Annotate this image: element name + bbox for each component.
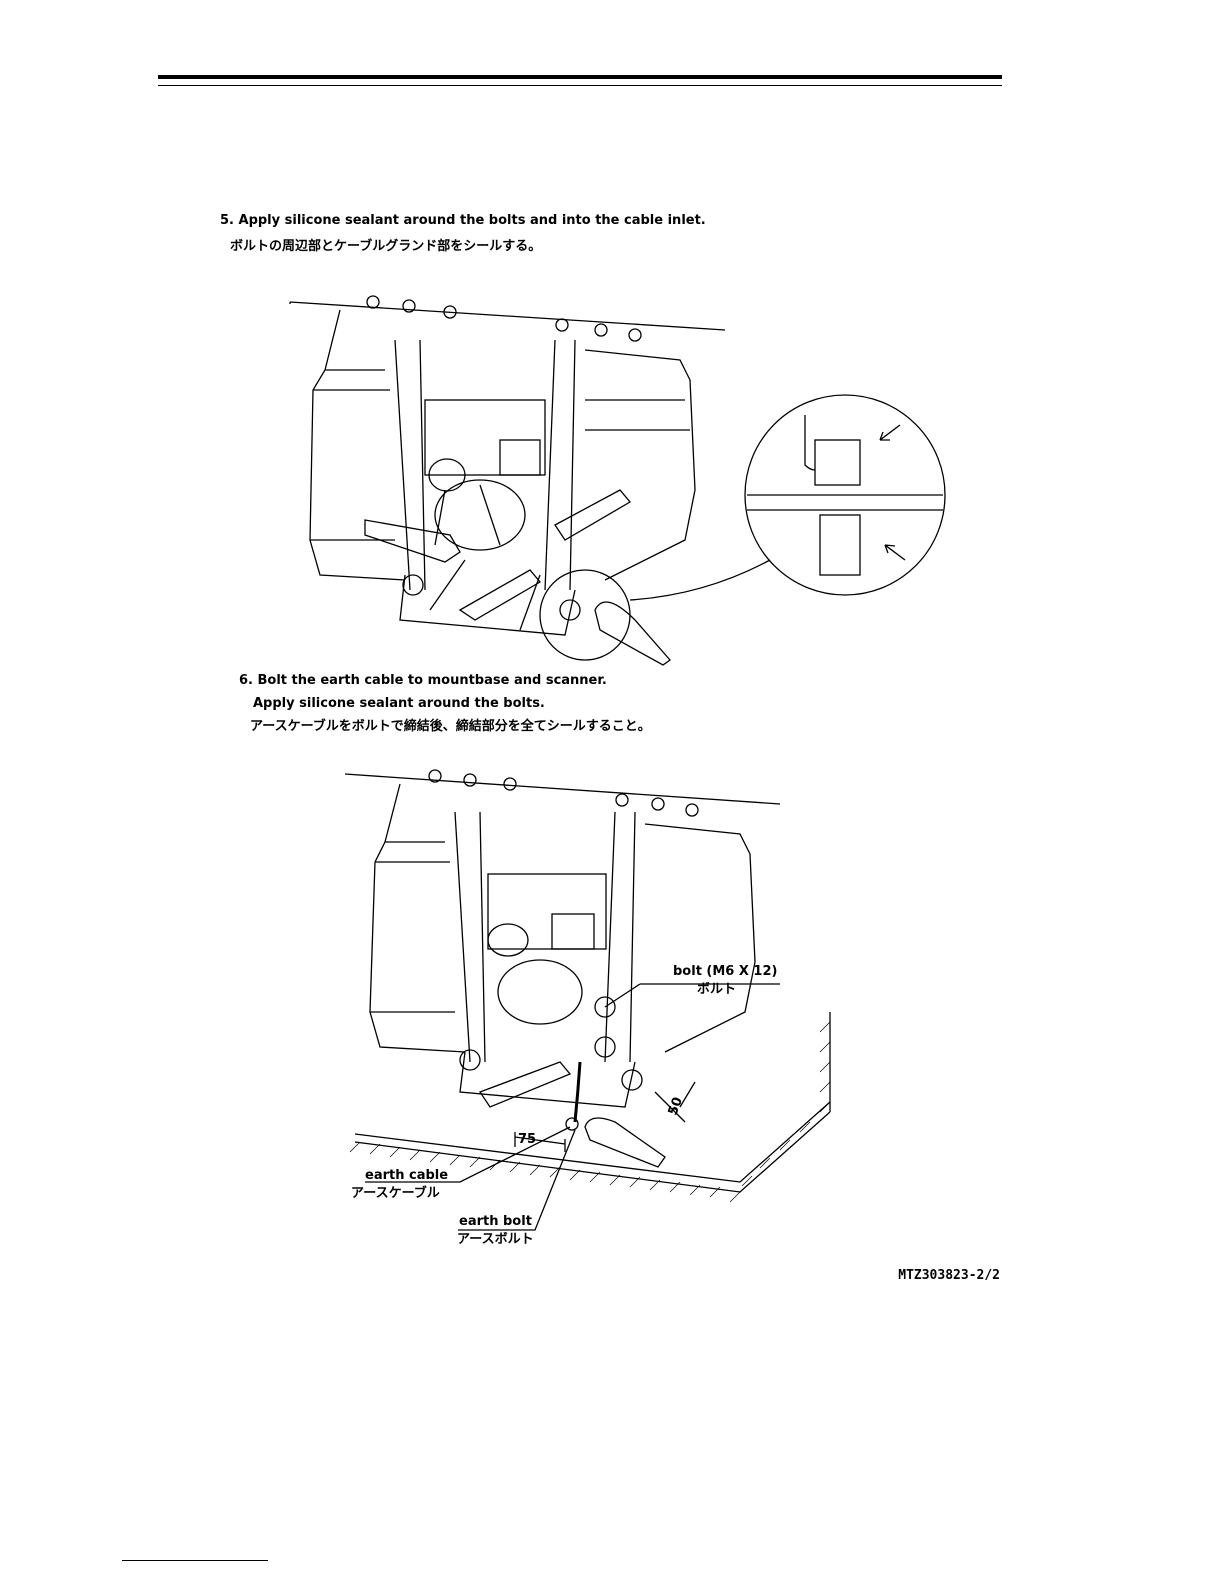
figure-earth-cable: 75 50 bbox=[340, 762, 840, 1282]
step6-instruction-en-2: Apply silicone sealant around the bolts. bbox=[253, 696, 545, 712]
bolt-label-ja: ボルト bbox=[697, 982, 736, 998]
earth-bolt-label-en: earth bolt bbox=[459, 1214, 532, 1230]
footer-rule bbox=[122, 1560, 268, 1561]
dimension-75: 75 bbox=[518, 1132, 536, 1147]
step5-instruction-en: 5. Apply silicone sealant around the bol… bbox=[220, 213, 706, 229]
bolt-label-en: bolt (M6 X 12) bbox=[673, 964, 777, 980]
earth-bolt-label-ja: アースボルト bbox=[457, 1232, 534, 1248]
step5-instruction-ja: ボルトの周辺部とケーブルグランド部をシールする。 bbox=[230, 239, 541, 255]
step6-instruction-ja: アースケーブルをボルトで締結後、締結部分を全てシールすること。 bbox=[250, 719, 651, 735]
document-code: MTZ303823-2/2 bbox=[898, 1268, 1000, 1283]
dimension-50: 50 bbox=[666, 1095, 686, 1117]
earth-cable-label-en: earth cable bbox=[365, 1168, 448, 1184]
earth-cable-label-ja: アースケーブル bbox=[351, 1186, 440, 1202]
step6-instruction-en-1: 6. Bolt the earth cable to mountbase and… bbox=[239, 673, 607, 689]
header-rule-thin bbox=[158, 85, 1002, 86]
figure-sealant-application bbox=[285, 290, 950, 670]
header-rule-thick bbox=[158, 75, 1002, 79]
